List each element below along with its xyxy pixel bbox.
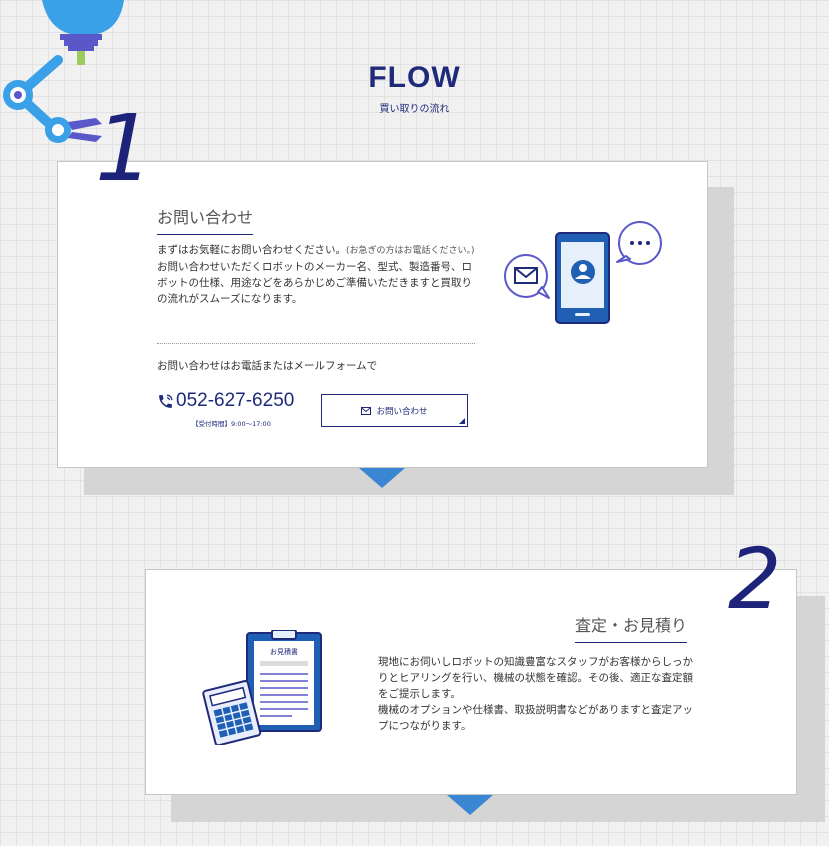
step-text-lead: まずはお気軽にお問い合わせください。	[157, 244, 346, 256]
step-text-note: (お急ぎの方はお電話ください。)	[346, 246, 475, 256]
step-card-inquiry: お問い合わせ まずはお気軽にお問い合わせください。(お急ぎの方はお電話ください。…	[57, 161, 708, 468]
step-number: 1	[95, 95, 154, 202]
phone-link[interactable]: 052-627-6250	[157, 390, 294, 412]
step-arrow-down	[359, 468, 405, 488]
divider	[157, 343, 475, 344]
page-subtitle: 買い取りの流れ	[379, 104, 450, 115]
business-hours: 【受付時間】9:00～17:00	[192, 420, 271, 428]
section-heading: FLOW 買い取りの流れ	[0, 58, 829, 115]
phone-number: 052-627-6250	[176, 390, 295, 411]
chat-bubble-icon	[616, 221, 662, 265]
step-arrow-down	[447, 795, 493, 815]
svg-text:お見積書: お見積書	[270, 647, 298, 656]
step-number: 2	[728, 530, 782, 628]
step-text-body: 現地にお伺いしロボットの知識豊富なスタッフがお客様からしっかりとヒアリングを行い…	[378, 656, 693, 700]
contact-button[interactable]: お問い合わせ	[321, 394, 468, 427]
contact-button-label: お問い合わせ	[376, 406, 428, 417]
robot-arm-icon	[3, 0, 124, 143]
step-description: 現地にお伺いしロボットの知識豊富なスタッフがお客様からしっかりとヒアリングを行い…	[378, 654, 700, 734]
contact-lead-text: お問い合わせはお電話またはメールフォームで	[157, 360, 378, 372]
step-card-estimate: 査定・お見積り 現地にお伺いしロボットの知識豊富なスタッフがお客様からしっかりと…	[145, 569, 797, 795]
mail-bubble-icon	[504, 254, 550, 299]
step-description: まずはお気軽にお問い合わせください。(お急ぎの方はお電話ください。) お問い合わ…	[157, 242, 477, 307]
smartphone-contact-icon	[504, 221, 662, 324]
step-text-body: お問い合わせいただくロボットのメーカー名、型式、製造番号、ロボットの仕様、用途な…	[157, 261, 472, 305]
phone-icon	[159, 393, 173, 408]
calculator-icon	[202, 680, 262, 745]
mail-icon	[361, 406, 372, 415]
clipboard-estimate-icon: お見積書	[202, 630, 322, 745]
step-text-body-2: 機械のオプションや仕様書、取扱説明書などがありますと査定アップにつながります。	[378, 704, 693, 732]
step-title: お問い合わせ	[157, 204, 254, 235]
page-title: FLOW	[368, 61, 461, 94]
step-title: 査定・お見積り	[575, 612, 688, 643]
corner-arrow-icon	[459, 418, 465, 424]
